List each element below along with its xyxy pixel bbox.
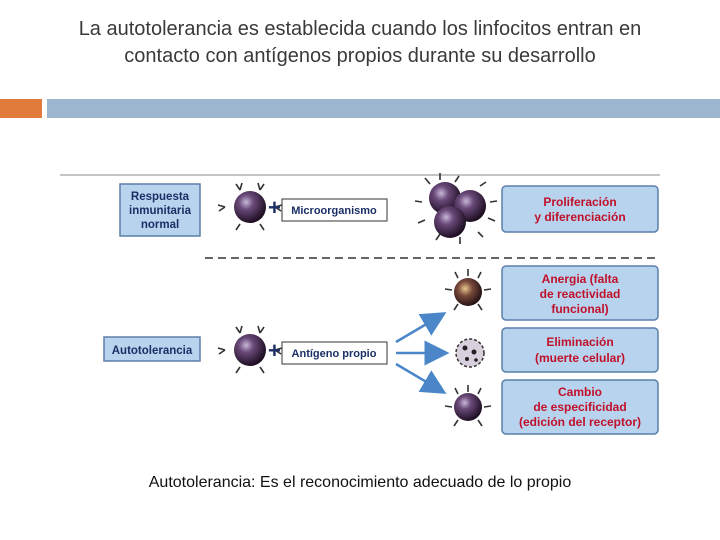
arrow-to-anergy bbox=[395, 312, 447, 344]
normal-response-box bbox=[119, 183, 201, 237]
change-label-2: de especificidad bbox=[533, 400, 626, 414]
plus-sign-top: + bbox=[268, 195, 281, 220]
microorganism-label: Microorganismo bbox=[291, 205, 377, 217]
autotolerance-label: Autotolerancia bbox=[112, 345, 193, 357]
self-antigen-label: Antígeno propio bbox=[292, 348, 377, 360]
autotolerance-figure: Respuesta inmunitaria normal Autotoleran… bbox=[60, 173, 660, 435]
normal-response-label-3: normal bbox=[141, 219, 179, 231]
accent-bar-orange bbox=[0, 99, 42, 118]
proliferation-box bbox=[501, 185, 659, 233]
elimination-label-2: (muerte celular) bbox=[535, 351, 625, 365]
self-antigen-box bbox=[281, 341, 388, 365]
slide-title: La autotolerancia es establecida cuando … bbox=[78, 18, 642, 67]
normal-response-label-2: inmunitaria bbox=[129, 205, 192, 217]
microorganism-box bbox=[281, 198, 388, 222]
change-label-1: Cambio bbox=[558, 385, 602, 399]
anergy-label-1: Anergia (falta bbox=[542, 272, 619, 286]
elimination-label-1: Eliminación bbox=[546, 335, 613, 349]
edited-cell bbox=[444, 385, 492, 427]
proliferation-label-1: Proliferación bbox=[543, 195, 616, 209]
receptor-editing-box bbox=[501, 379, 659, 435]
anergy-box bbox=[501, 265, 659, 321]
proliferation-label-2: y diferenciación bbox=[534, 210, 625, 224]
slide-caption: Autotolerancia: Es el reconocimiento ade… bbox=[148, 474, 572, 491]
arrow-to-change bbox=[395, 362, 447, 394]
anergy-label-2: de reactividad bbox=[540, 287, 621, 301]
proliferating-cells bbox=[414, 173, 498, 244]
change-label-3: (edición del receptor) bbox=[519, 415, 641, 429]
normal-response-label-1: Respuesta bbox=[131, 191, 190, 203]
lymphocyte-autotolerance bbox=[217, 325, 283, 374]
autotolerance-box bbox=[103, 336, 201, 362]
elimination-box bbox=[501, 327, 659, 373]
plus-sign-bottom: + bbox=[268, 338, 281, 363]
anergy-label-3: funcional) bbox=[551, 302, 608, 316]
accent-bar-blue bbox=[47, 99, 720, 118]
anergic-cell bbox=[444, 269, 492, 311]
apoptotic-cell bbox=[455, 338, 485, 368]
lymphocyte-normal bbox=[217, 182, 283, 231]
